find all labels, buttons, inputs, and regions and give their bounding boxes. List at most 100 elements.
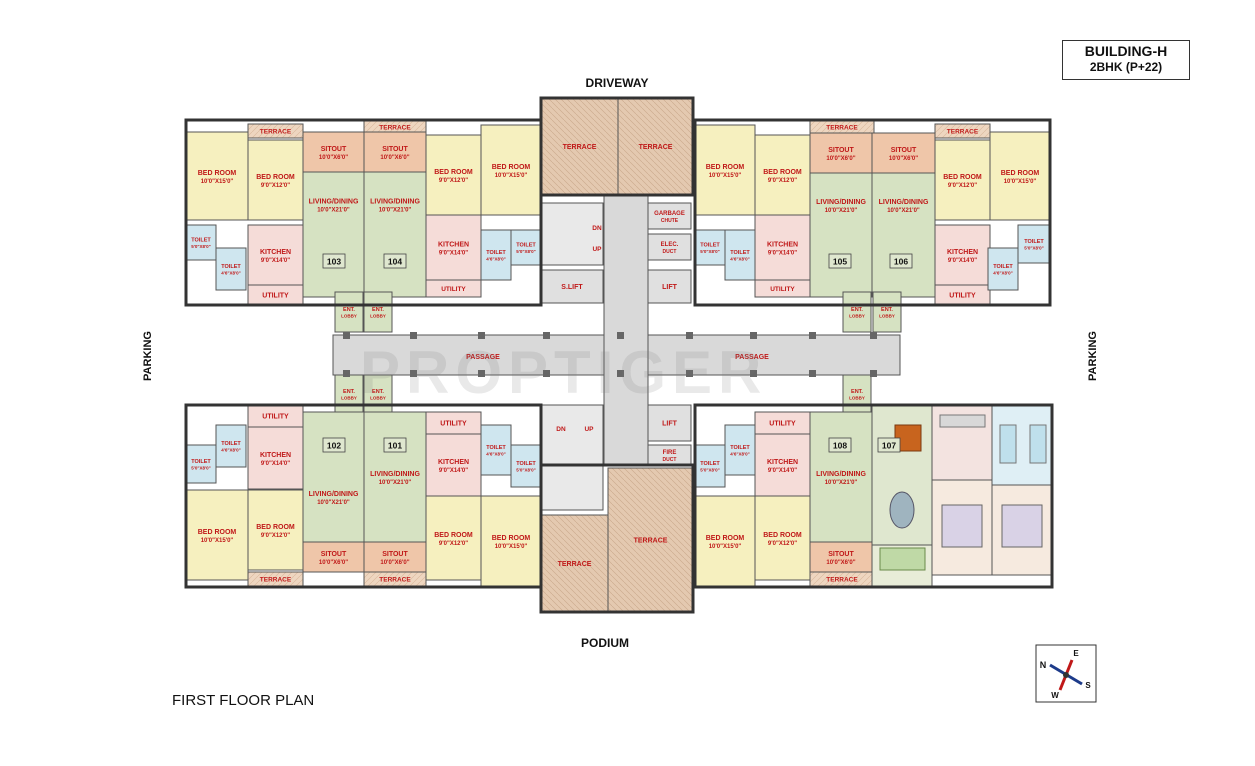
living-102-label: LIVING/DINING <box>309 491 359 498</box>
sitout-103-dim: 10'0"X6'0" <box>319 155 348 161</box>
living-105-label: LIVING/DINING <box>816 199 866 206</box>
ent-lobby-108: ENT.LOBBY <box>842 374 872 414</box>
toilet-106-b-dim: 4'6"X8'0" <box>993 271 1012 276</box>
terrace-core-br: TERRACE <box>607 467 694 613</box>
utility-105-label: UTILITY <box>770 286 795 293</box>
bedroom-104-b-label: BED ROOM <box>492 164 531 171</box>
kitchen-102-dim: 9'0"X14'0" <box>261 461 290 467</box>
ent-lobby-105-label: ENT. <box>851 307 863 313</box>
ent-lobby-106: ENT.LOBBY <box>872 291 902 333</box>
living-104-dim: 10'0"X21'0" <box>379 208 412 214</box>
terrace-core-tl-label: TERRACE <box>563 144 597 151</box>
service-lift-label: S.LIFT <box>561 284 583 291</box>
terrace-101-label: TERRACE <box>379 576 411 583</box>
stair-bottom-up: UP <box>584 426 594 433</box>
sitout-104-dim: 10'0"X6'0" <box>380 155 409 161</box>
stair-top-dn: DN <box>592 225 602 232</box>
toilet-102-a-dim: 4'6"X8'0" <box>221 448 240 453</box>
flat-103: 103 <box>322 253 346 269</box>
sitout-102-label: SITOUT <box>321 551 347 558</box>
utility-106: UTILITY <box>934 284 991 306</box>
bedroom-105-a-label: BED ROOM <box>706 164 745 171</box>
sitout-108-label: SITOUT <box>828 551 854 558</box>
flat-104: 104 <box>383 253 407 269</box>
toilet-106-a-label: TOILET <box>1024 239 1044 245</box>
toilet-108-a-dim: 4'6"X8'0" <box>730 452 749 457</box>
bedroom-101-b-label: BED ROOM <box>492 535 531 542</box>
terrace-108-label: TERRACE <box>826 576 858 583</box>
column-pillar <box>410 370 417 377</box>
sitout-102-dim: 10'0"X6'0" <box>319 560 348 566</box>
ent-lobby-108-dim: LOBBY <box>849 396 865 401</box>
terrace-core-bl: TERRACE <box>540 514 609 613</box>
utility-101: UTILITY <box>425 411 482 435</box>
kitchen-105-label: KITCHEN <box>767 242 798 249</box>
toilet-108-b-label: TOILET <box>700 461 720 467</box>
terrace-core-tr: TERRACE <box>617 97 694 196</box>
outer-wall <box>693 403 1054 589</box>
outer-wall <box>184 118 543 307</box>
bedroom-101-a-label: BED ROOM <box>434 532 473 539</box>
bedroom-102-a-label: BED ROOM <box>198 529 237 536</box>
lift-top: LIFT <box>647 269 692 304</box>
staircase-top: DN UP <box>540 202 604 266</box>
utility-102: UTILITY <box>247 404 304 428</box>
terrace-102: TERRACE <box>247 571 304 587</box>
fire-duct-label: FIRE <box>663 450 677 456</box>
utility-103-label: UTILITY <box>262 293 289 300</box>
ent-lobby-103-dim: LOBBY <box>341 314 357 319</box>
terrace-105: TERRACE <box>809 120 875 134</box>
toilet-106-a-dim: 5'0"X8'0" <box>1024 246 1043 251</box>
flat-108-number: 108 <box>833 441 847 451</box>
toilet-103-b-label: TOILET <box>221 264 241 270</box>
bedroom-102-b-label: BED ROOM <box>256 524 295 531</box>
compass-e: E <box>1073 649 1079 658</box>
flat-101-number: 101 <box>388 441 402 451</box>
elec-duct: ELEC.DUCT <box>647 233 692 261</box>
terrace-103-label: TERRACE <box>260 128 292 135</box>
passage-label-right: PASSAGE <box>735 354 769 361</box>
lift-bottom: LIFT <box>647 404 692 442</box>
kitchen-101-label: KITCHEN <box>438 459 469 466</box>
living-101-label: LIVING/DINING <box>370 471 420 478</box>
toilet-101-a-label: TOILET <box>486 445 506 451</box>
elec-duct-label: ELEC. <box>661 242 679 248</box>
bedroom-102-b-dim: 9'0"X12'0" <box>261 533 290 539</box>
floor-plan-title: FIRST FLOOR PLAN <box>172 692 315 709</box>
ent-lobby-102-label: ENT. <box>343 389 355 395</box>
garbage-chute-dim: CHUTE <box>661 218 679 224</box>
column-pillar <box>809 370 816 377</box>
ent-lobby-105: ENT.LOBBY <box>842 291 872 333</box>
toilet-105-b-dim: 4'6"X8'0" <box>730 257 749 262</box>
bedroom-104-a-label: BED ROOM <box>434 169 473 176</box>
sitout-104-label: SITOUT <box>382 146 408 153</box>
kitchen-104-label: KITCHEN <box>438 242 469 249</box>
sitout-102: SITOUT 10'0"X6'0" <box>302 541 365 573</box>
compass-n: N <box>1040 660 1047 670</box>
service-lift: S.LIFT <box>540 269 604 304</box>
column-pillar <box>543 370 550 377</box>
flat-103-number: 103 <box>327 257 341 267</box>
terrace-105-label: TERRACE <box>826 124 858 131</box>
stair-top-up: UP <box>592 246 602 253</box>
column-pillar <box>750 332 757 339</box>
kitchen-101: KITCHEN 9'0"X14'0" <box>425 433 482 497</box>
kitchen-101-dim: 9'0"X14'0" <box>439 468 468 474</box>
